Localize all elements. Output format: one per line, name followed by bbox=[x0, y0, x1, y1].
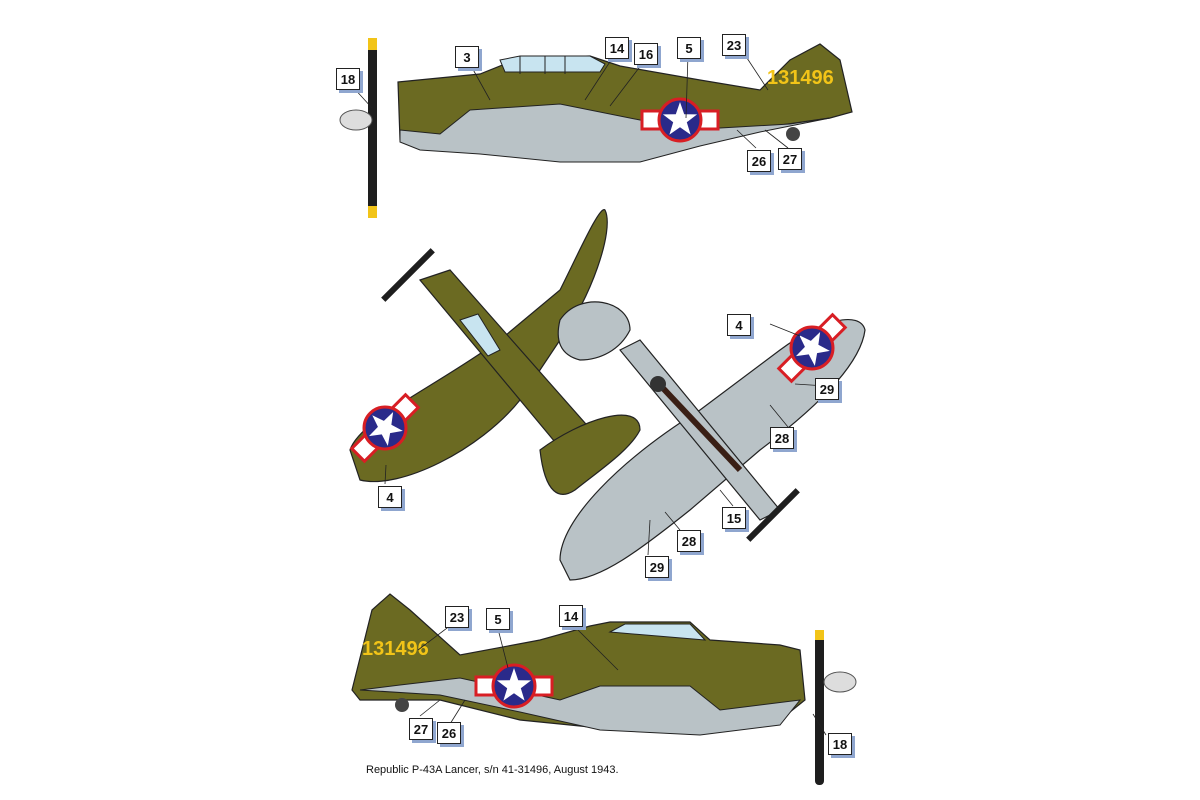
callout-4: 4 bbox=[727, 314, 751, 336]
callout-14: 14 bbox=[605, 37, 629, 59]
callout-16: 16 bbox=[634, 43, 658, 65]
propeller-blade bbox=[815, 630, 824, 785]
callout-29: 29 bbox=[815, 378, 839, 400]
top-view bbox=[341, 209, 641, 495]
callout-14: 14 bbox=[559, 605, 583, 627]
bottom-tailplane bbox=[557, 301, 631, 361]
callout-18: 18 bbox=[828, 733, 852, 755]
tail-number: 131496 bbox=[362, 638, 429, 660]
propeller-blade bbox=[368, 38, 377, 218]
callout-29: 29 bbox=[645, 556, 669, 578]
callout-18: 18 bbox=[336, 68, 360, 90]
callout-28: 28 bbox=[677, 530, 701, 552]
callout-27: 27 bbox=[409, 718, 433, 740]
callout-4: 4 bbox=[378, 486, 402, 508]
callout-27: 27 bbox=[778, 148, 802, 170]
callout-5: 5 bbox=[677, 37, 701, 59]
canopy bbox=[499, 55, 606, 73]
right-side-view: 131496 bbox=[351, 593, 857, 785]
bottom-view bbox=[557, 301, 866, 581]
callout-28: 28 bbox=[770, 427, 794, 449]
callout-3: 3 bbox=[455, 46, 479, 68]
callout-23: 23 bbox=[445, 606, 469, 628]
tail-number: 131496 bbox=[767, 67, 834, 89]
callout-5: 5 bbox=[486, 608, 510, 630]
callout-26: 26 bbox=[747, 150, 771, 172]
callout-23: 23 bbox=[722, 34, 746, 56]
spinner bbox=[339, 109, 373, 131]
top-tailplane bbox=[539, 414, 641, 495]
callout-26: 26 bbox=[437, 722, 461, 744]
spinner bbox=[823, 671, 857, 693]
canopy bbox=[608, 623, 707, 641]
callout-15: 15 bbox=[722, 507, 746, 529]
left-side-view: 131496 bbox=[339, 38, 853, 218]
diagram-caption: Republic P-43A Lancer, s/n 41-31496, Aug… bbox=[366, 764, 619, 776]
top-canopy bbox=[459, 313, 501, 357]
